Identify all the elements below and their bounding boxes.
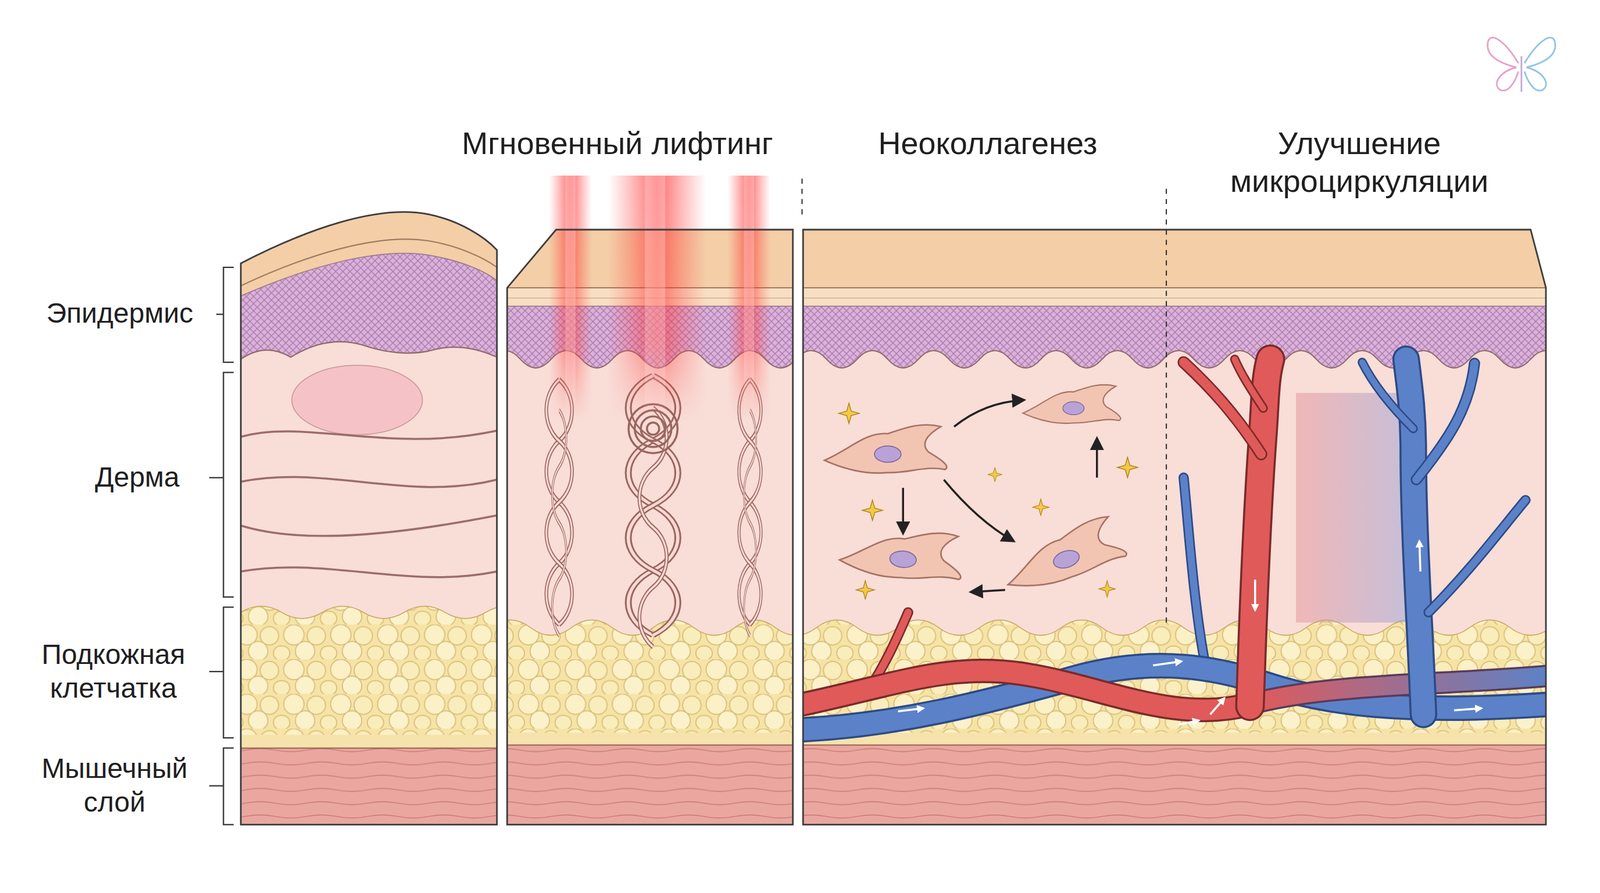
panel-outline [506, 229, 793, 825]
skin-panel-regeneration [489, 229, 1562, 827]
layer-bracket [209, 267, 234, 825]
skin-panel-normal [234, 194, 527, 838]
panel-heading: Мгновенный лифтинг [413, 124, 821, 163]
logo [1487, 37, 1556, 92]
layer-label: Мышечный слой [27, 751, 202, 819]
panel-heading: Улучшение микроциркуляции [1196, 124, 1523, 200]
panel-outline [802, 229, 1546, 825]
panel-outline [240, 212, 498, 825]
layer-label: Эпидермис [26, 296, 213, 331]
layer-label: Подкожная клетчатка [26, 637, 201, 705]
laser-beams [548, 175, 771, 421]
panel-heading: Неоколлагенез [813, 124, 1163, 163]
layer-label: Дерма [44, 460, 231, 495]
divider-line [802, 178, 1167, 623]
